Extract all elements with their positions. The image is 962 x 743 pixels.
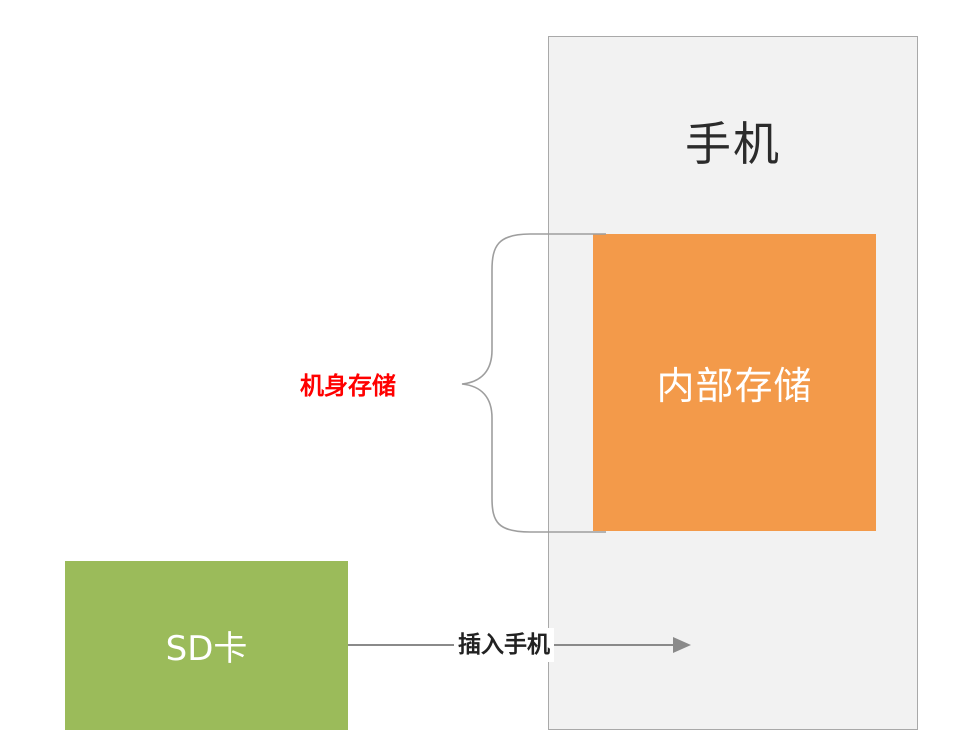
body-storage-label: 机身存储	[300, 372, 396, 400]
insert-arrow-label: 插入手机	[454, 628, 554, 662]
curly-brace	[461, 233, 606, 533]
insert-arrow-head	[673, 637, 691, 653]
sd-card-box: SD卡	[65, 561, 348, 730]
internal-storage-box: 内部存储	[593, 234, 876, 531]
phone-title: 手机	[685, 117, 781, 171]
sd-card-label: SD卡	[165, 629, 248, 669]
internal-storage-label: 内部存储	[656, 364, 813, 408]
